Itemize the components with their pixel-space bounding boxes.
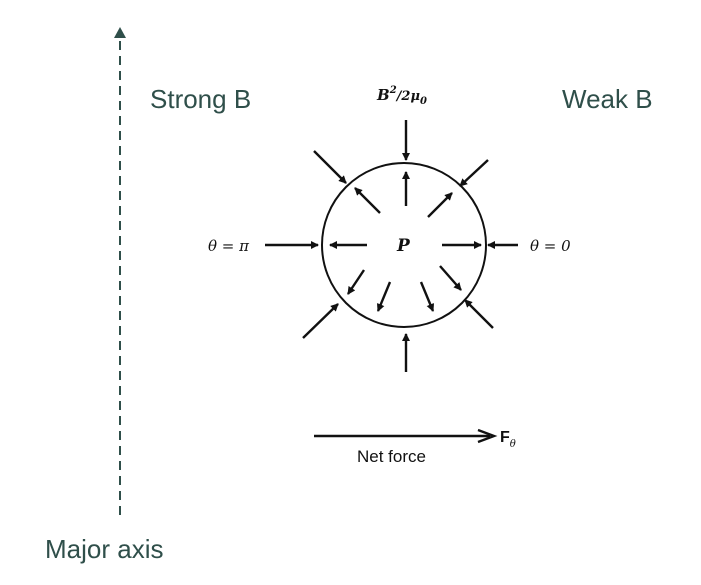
outer-arrow-top-left xyxy=(313,150,347,184)
theta-zero-label: θ = 0 xyxy=(530,237,571,255)
magnetic-pressure-label: B2/2μ0 xyxy=(376,85,427,107)
pressure-p-label: P xyxy=(396,236,411,256)
inner-arrow-bottom-right-a xyxy=(419,281,435,312)
outer-arrow-top-right xyxy=(459,159,489,187)
net-force-label: Net force xyxy=(357,447,426,466)
svg-text:Fθ: Fθ xyxy=(500,429,516,450)
major-axis-label: Major axis xyxy=(45,534,163,564)
net-force-arrowhead xyxy=(477,428,498,444)
major-axis-arrowhead xyxy=(114,27,126,38)
flux-tube-circle xyxy=(321,162,487,328)
inner-arrow-bottom-left-a xyxy=(347,269,365,295)
theta-pi-label: θ = π xyxy=(208,237,250,255)
inner-arrow-bottom-left-b xyxy=(376,281,392,312)
inner-arrow-top-right xyxy=(427,192,453,218)
weak-b-label: Weak B xyxy=(562,84,653,114)
outer-arrow-bottom-left xyxy=(302,303,339,339)
force-symbol-label: Fθ xyxy=(500,429,516,450)
outer-arrow-bottom-right xyxy=(464,299,494,329)
outer-arrows xyxy=(265,120,518,372)
inner-arrow-top-left xyxy=(354,187,381,214)
inner-arrows xyxy=(329,171,482,312)
inner-arrow-bottom-right-b xyxy=(439,265,462,291)
svg-text:B2/2μ0: B2/2μ0 xyxy=(376,85,427,107)
strong-b-label: Strong B xyxy=(150,84,251,114)
